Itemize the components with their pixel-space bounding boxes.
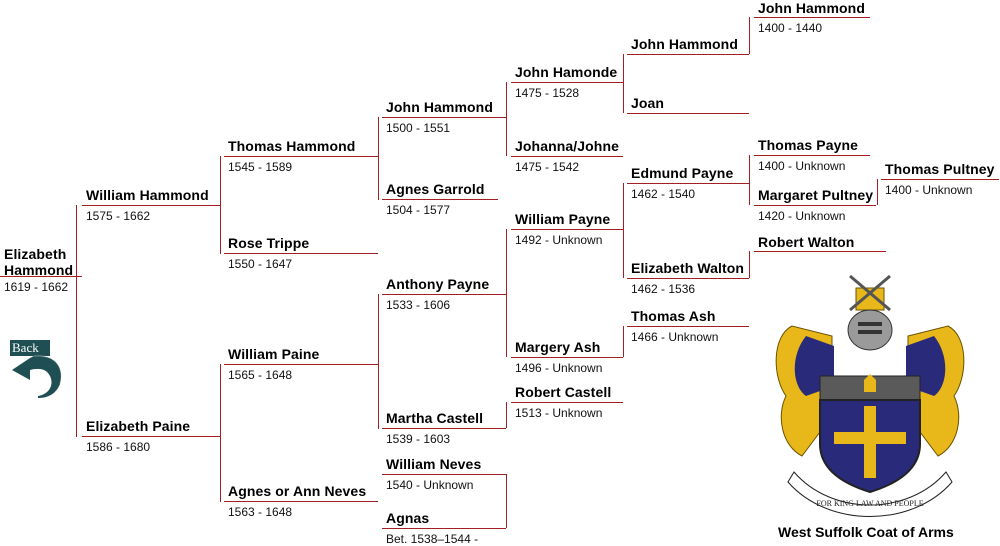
- person-name: John Hamonde: [515, 64, 618, 80]
- person-dates: 1563 - 1648: [228, 505, 293, 519]
- person-name: Anthony Payne: [386, 276, 490, 292]
- person-dates: 1496 - Unknown: [515, 361, 603, 375]
- person-dates: 1420 - Unknown: [758, 209, 846, 223]
- person-dates: Bet. 1538–1544 -: [386, 532, 479, 546]
- coat-of-arms-image: FOR KING LAW AND PEOPLE: [772, 266, 968, 524]
- person-name: Margery Ash: [515, 339, 601, 355]
- person-dates: 1545 - 1589: [228, 160, 293, 174]
- person-dates: 1550 - 1647: [228, 257, 293, 271]
- person-name: Thomas Pultney: [885, 161, 995, 177]
- person-dates: 1400 - 1440: [758, 21, 823, 35]
- person-name: Thomas Ash: [631, 308, 716, 324]
- person-dates: 1466 - Unknown: [631, 330, 719, 344]
- back-button-label: Back: [12, 340, 39, 355]
- person-name: John Hammond: [386, 99, 493, 115]
- person-dates: 1492 - Unknown: [515, 233, 603, 247]
- person-name: Johanna/Johne: [515, 138, 619, 154]
- person-dates: 1475 - 1528: [515, 86, 580, 100]
- person-name: William Neves: [386, 456, 482, 472]
- person-name: Agnes or Ann Neves: [228, 483, 367, 499]
- person-name: Agnas: [386, 510, 430, 526]
- person-dates: 1504 - 1577: [386, 203, 451, 217]
- person-dates: 1619 - 1662: [4, 280, 69, 294]
- person-name: William Paine: [228, 346, 320, 362]
- person-name: Agnes Garrold: [386, 181, 485, 197]
- person-name: Martha Castell: [386, 410, 484, 426]
- person-dates: 1575 - 1662: [86, 209, 151, 223]
- person-name: John Hammond: [758, 0, 865, 16]
- person-dates: 1500 - 1551: [386, 121, 451, 135]
- person-dates: 1400 - Unknown: [885, 183, 973, 197]
- person-name: Robert Castell: [515, 384, 612, 400]
- person-name: Joan: [631, 95, 665, 111]
- person-dates: 1539 - 1603: [386, 432, 451, 446]
- person-name: William Payne: [515, 211, 611, 227]
- motto-text: FOR KING LAW AND PEOPLE: [816, 499, 923, 508]
- person-name: Elizabeth Paine: [86, 418, 191, 434]
- back-button[interactable]: Back: [4, 336, 74, 402]
- person-dates: 1400 - Unknown: [758, 159, 846, 173]
- person-name: Margaret Pultney: [758, 187, 874, 203]
- person-name: John Hammond: [631, 36, 738, 52]
- coat-of-arms-caption: West Suffolk Coat of Arms: [778, 524, 954, 540]
- person-name: Thomas Hammond: [228, 138, 356, 154]
- person-name: Thomas Payne: [758, 137, 859, 153]
- person-dates: 1513 - Unknown: [515, 406, 603, 420]
- person-name: Elizabeth Walton: [631, 260, 745, 276]
- person-dates: 1540 - Unknown: [386, 478, 474, 492]
- person-dates: 1586 - 1680: [86, 440, 151, 454]
- person-dates: 1462 - 1536: [631, 282, 696, 296]
- person-name: Elizabeth Hammond: [4, 246, 74, 278]
- person-name: Edmund Payne: [631, 165, 734, 181]
- person-dates: 1565 - 1648: [228, 368, 293, 382]
- person-dates: 1533 - 1606: [386, 298, 451, 312]
- person-name: William Hammond: [86, 187, 209, 203]
- person-dates: 1462 - 1540: [631, 187, 696, 201]
- back-arrow-icon: [10, 340, 62, 398]
- person-name: Robert Walton: [758, 234, 855, 250]
- person-dates: 1475 - 1542: [515, 160, 580, 174]
- person-name: Rose Trippe: [228, 235, 310, 251]
